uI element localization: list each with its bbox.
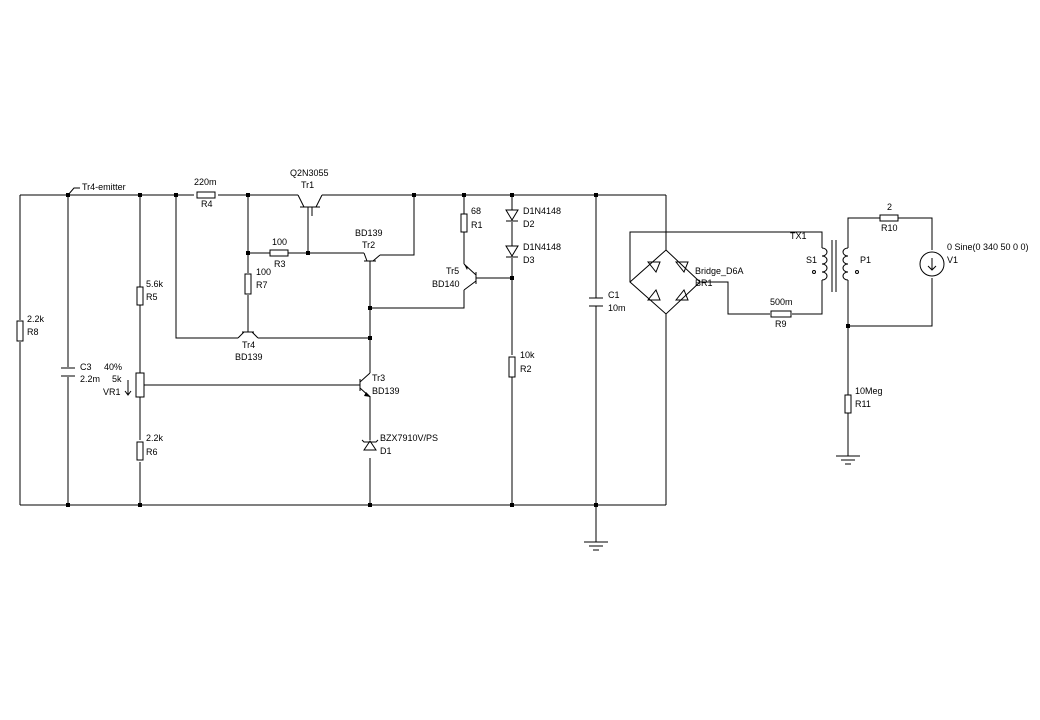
vr1-arrow-icon <box>124 380 132 396</box>
capacitor-c3[interactable]: C3 2.2m <box>61 362 100 384</box>
tr3-model: BD139 <box>372 386 400 396</box>
br1-ref: BR1 <box>695 278 713 288</box>
r5-ref: R5 <box>146 292 158 302</box>
r11-value: 10Meg <box>855 386 883 396</box>
transistor-tr4[interactable]: Tr4 BD139 <box>235 330 263 362</box>
r3-ref: R3 <box>274 259 286 269</box>
probe-tr4-emitter[interactable]: Tr4-emitter <box>67 182 126 196</box>
potentiometer-vr1[interactable]: 40% 5k VR1 <box>103 362 148 398</box>
diode-d3[interactable]: D1N4148 D3 <box>505 242 561 265</box>
vr1-value: 5k <box>112 374 122 384</box>
tr4-ref: Tr4 <box>242 340 255 350</box>
r4-value: 220m <box>194 177 217 187</box>
r2-value: 10k <box>520 350 535 360</box>
resistor-r1[interactable]: 68 R1 <box>460 206 483 233</box>
c3-value: 2.2m <box>80 374 100 384</box>
tx1-primary-label: P1 <box>860 255 871 265</box>
tr1-model: Q2N3055 <box>290 168 329 178</box>
tr2-model: BD139 <box>355 228 383 238</box>
voltage-source-v1[interactable]: 0 Sine(0 340 50 0 0) V1 <box>919 242 1029 277</box>
resistor-r11[interactable]: 10Meg R11 <box>844 386 883 414</box>
tr3-ref: Tr3 <box>372 373 385 383</box>
transistor-tr2[interactable]: BD139 Tr2 <box>355 228 383 267</box>
resistor-r7[interactable]: 100 R7 <box>244 267 271 295</box>
tx1-secondary-label: S1 <box>806 255 817 265</box>
r9-ref: R9 <box>775 319 787 329</box>
v1-ref: V1 <box>947 255 958 265</box>
source-arrow-icon <box>927 258 937 271</box>
wires <box>19 194 933 542</box>
d1-model: BZX7910V/PS <box>380 433 438 443</box>
resistor-r2[interactable]: 10k R2 <box>508 350 535 378</box>
c3-ref: C3 <box>80 362 92 372</box>
transistor-tr3[interactable]: Tr3 BD139 <box>359 372 400 398</box>
capacitor-c1[interactable]: C1 10m <box>589 290 626 313</box>
r1-value: 68 <box>471 206 481 216</box>
resistor-r5[interactable]: 5.6k R5 <box>136 279 164 306</box>
r11-ref: R11 <box>855 399 871 409</box>
tr5-model: BD140 <box>432 279 460 289</box>
transistor-tr5[interactable]: Tr5 BD140 <box>432 263 477 291</box>
tr4-model: BD139 <box>235 352 263 362</box>
ground-symbol-main <box>584 541 608 551</box>
d2-model: D1N4148 <box>523 206 561 216</box>
resistor-r3[interactable]: 100 R3 <box>269 237 289 269</box>
vr1-setting: 40% <box>104 362 122 372</box>
r4-ref: R4 <box>201 199 213 209</box>
secondary-coil <box>821 247 828 282</box>
r3-value: 100 <box>272 237 287 247</box>
d3-ref: D3 <box>523 255 535 265</box>
ground-symbol-transformer <box>836 455 860 465</box>
tr5-ref: Tr5 <box>446 266 459 276</box>
junction-dots <box>66 193 850 507</box>
r9-value: 500m <box>770 297 793 307</box>
br1-model: Bridge_D6A <box>695 266 744 276</box>
resistor-r4[interactable]: 220m R4 <box>194 177 217 209</box>
probe-label: Tr4-emitter <box>82 182 126 192</box>
tx1-ref: TX1 <box>790 231 807 241</box>
r1-ref: R1 <box>471 220 483 230</box>
r10-value: 2 <box>887 202 892 212</box>
r6-ref: R6 <box>146 447 158 457</box>
transistor-tr1[interactable]: Q2N3055 Tr1 <box>290 168 329 216</box>
c1-value: 10m <box>608 303 626 313</box>
r6-value: 2.2k <box>146 433 164 443</box>
primary-dot <box>855 270 859 274</box>
zener-diode-d1[interactable]: BZX7910V/PS D1 <box>361 433 438 456</box>
d2-ref: D2 <box>523 219 535 229</box>
r8-ref: R8 <box>27 327 39 337</box>
resistor-r9[interactable]: 500m R9 <box>770 297 793 329</box>
transformer-core <box>831 240 837 292</box>
r8-value: 2.2k <box>27 314 45 324</box>
diode-d2[interactable]: D1N4148 D2 <box>505 206 561 229</box>
d3-model: D1N4148 <box>523 242 561 252</box>
r7-ref: R7 <box>256 280 268 290</box>
primary-coil <box>842 247 849 282</box>
resistor-r6[interactable]: 2.2k R6 <box>136 433 164 461</box>
d1-ref: D1 <box>380 446 392 456</box>
r10-ref: R10 <box>881 223 898 233</box>
resistor-r8[interactable]: 2.2k R8 <box>16 314 45 342</box>
r2-ref: R2 <box>520 364 532 374</box>
vr1-ref: VR1 <box>103 387 121 397</box>
secondary-dot <box>812 270 816 274</box>
tr2-ref: Tr2 <box>362 240 375 250</box>
tr1-ref: Tr1 <box>301 180 314 190</box>
r5-value: 5.6k <box>146 279 164 289</box>
c1-ref: C1 <box>608 290 620 300</box>
probe-marker <box>67 187 80 196</box>
resistor-r10[interactable]: 2 R10 <box>879 202 899 233</box>
bridge-rectifier-br1[interactable]: Bridge_D6A BR1 <box>629 249 744 315</box>
r7-value: 100 <box>256 267 271 277</box>
v1-value: 0 Sine(0 340 50 0 0) <box>947 242 1029 252</box>
transformer-tx1[interactable]: TX1 S1 P1 <box>790 231 871 292</box>
